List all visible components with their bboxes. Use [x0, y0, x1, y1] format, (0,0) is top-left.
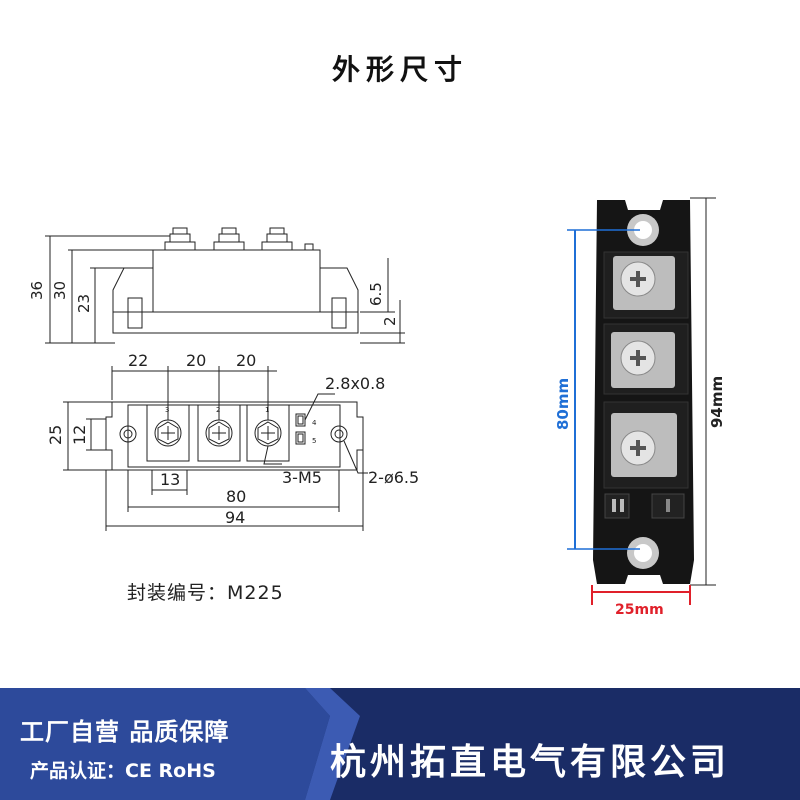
- page-title: 外形尺寸: [331, 53, 468, 86]
- tab-size-label: 2.8x0.8: [325, 374, 385, 393]
- gate-tab-5: [295, 431, 306, 445]
- hole-label: 2-ø6.5: [368, 468, 419, 487]
- side-view-body: [112, 249, 359, 334]
- dim-23: 23: [75, 294, 93, 313]
- footer-banner: [0, 688, 800, 800]
- dim-2: 2: [381, 316, 399, 326]
- photo-terminal-2: [611, 332, 675, 388]
- dim-94: 94: [225, 508, 245, 527]
- side-terminal-3: [261, 227, 293, 251]
- dim-13: 13: [160, 470, 180, 489]
- package-code: 封装编号：M225: [127, 582, 284, 604]
- mount-hole-left: [119, 425, 137, 443]
- dim-12: 12: [70, 425, 89, 445]
- banner-slogan: 工厂自营 品质保障: [20, 718, 230, 746]
- banner-certification: 产品认证：CE RoHS: [30, 760, 216, 782]
- product-photo: [593, 200, 694, 584]
- terminal-num-2: 2: [216, 406, 220, 414]
- photo-terminal-3: [611, 413, 677, 477]
- screw-label: 3-M5: [282, 468, 322, 487]
- terminal-num-1: 1: [265, 406, 269, 414]
- photo-dim-80: 80mm: [554, 378, 572, 430]
- photo-terminal-1: [613, 256, 675, 310]
- pin-num-5: 5: [312, 437, 316, 445]
- dim-30: 30: [51, 281, 69, 300]
- terminal-num-3: 3: [165, 406, 169, 414]
- dim-20-a: 20: [186, 351, 206, 370]
- top-view: [63, 366, 368, 531]
- dim-80: 80: [226, 487, 246, 506]
- mount-hole-right: [330, 425, 348, 443]
- photo-dim-94: 94mm: [708, 376, 726, 428]
- screw-2: [205, 419, 233, 447]
- dim-20-b: 20: [236, 351, 256, 370]
- photo-dim-25: 25mm: [615, 602, 664, 618]
- side-terminal-1: [164, 227, 196, 251]
- side-terminal-2: [213, 227, 245, 251]
- dim-36: 36: [28, 281, 46, 300]
- screw-3: [154, 419, 182, 447]
- dim-22: 22: [128, 351, 148, 370]
- pin-num-4: 4: [312, 419, 317, 427]
- dim-6-5: 6.5: [367, 282, 385, 306]
- screw-1: [254, 419, 282, 447]
- side-view: [45, 227, 405, 344]
- dim-25: 25: [46, 425, 65, 445]
- top-view-body: [105, 401, 364, 471]
- photo-dimensions: [567, 197, 716, 605]
- company-name: 杭州拓直电气有限公司: [330, 742, 731, 783]
